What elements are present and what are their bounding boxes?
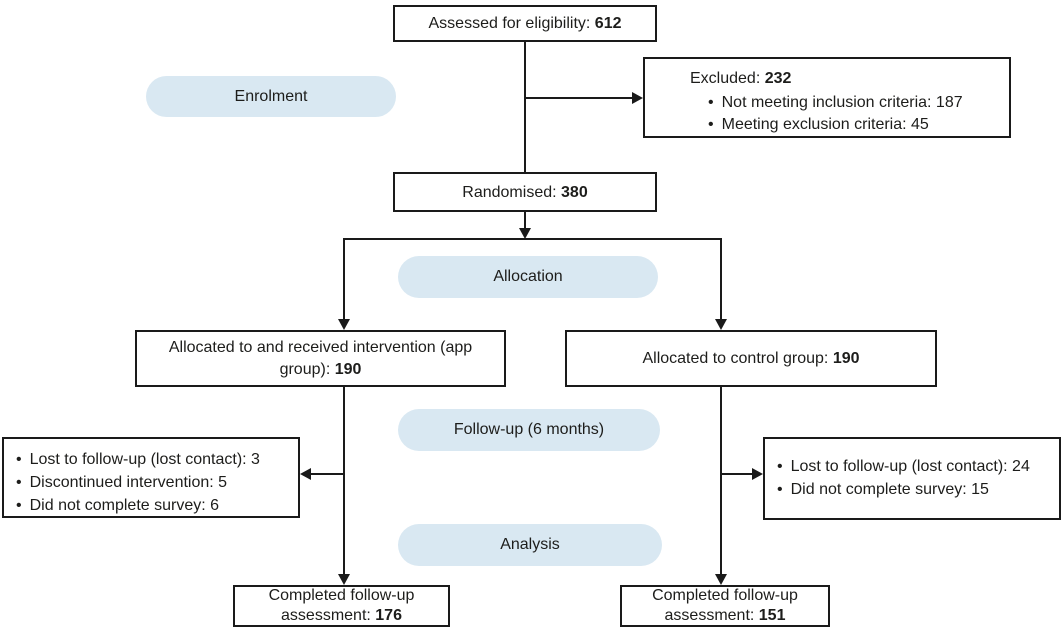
stage-pill-enrolment: Enrolment	[146, 76, 396, 117]
allocated-intervention-label: Allocated to and received intervention (…	[168, 338, 473, 378]
assessed-value: 612	[594, 15, 622, 32]
bullet-item: Meeting exclusion criteria: 45	[708, 114, 963, 136]
arrowhead-alloc-control	[715, 319, 727, 330]
stage-label-analysis: Analysis	[500, 536, 560, 553]
stage-pill-followup: Follow-up (6 months)	[398, 409, 660, 451]
completed-intervention-value: 176	[375, 607, 402, 624]
followup-control-box: Lost to follow-up (lost contact): 24Did …	[763, 437, 1061, 520]
connector-allocation-right-vertical	[720, 238, 722, 322]
followup-control-bullet-list: Lost to follow-up (lost contact): 24Did …	[777, 455, 1030, 501]
stage-label-enrolment: Enrolment	[234, 87, 308, 105]
completed-control-box: Completed follow-up assessment: 151	[620, 585, 830, 627]
allocated-intervention-value: 190	[334, 360, 362, 378]
assessed-text: Assessed for eligibility: 612	[429, 13, 622, 34]
bullet-item: Discontinued intervention: 5	[16, 471, 260, 494]
allocated-control-label: Allocated to control group:	[642, 350, 829, 367]
stage-label-allocation: Allocation	[493, 268, 563, 285]
arrowhead-followup-control	[752, 468, 763, 480]
allocated-intervention-text: Allocated to and received intervention (…	[161, 337, 481, 381]
stage-pill-analysis: Analysis	[398, 524, 662, 566]
followup-intervention-bullet-list: Lost to follow-up (lost contact): 3Disco…	[16, 448, 260, 517]
arrowhead-excluded	[632, 92, 643, 104]
connector-allocation-left-vertical	[343, 238, 345, 322]
arrowhead-followup-intervention	[300, 468, 311, 480]
completed-intervention-box: Completed follow-up assessment: 176	[233, 585, 450, 627]
completed-control-label: Completed follow-up assessment:	[652, 587, 798, 624]
excluded-heading: Excluded: 232	[690, 68, 963, 90]
arrowhead-completed-control	[715, 574, 727, 585]
completed-intervention-label: Completed follow-up assessment:	[268, 587, 415, 624]
randomised-box: Randomised: 380	[393, 172, 657, 212]
connector-to-excluded	[525, 97, 635, 99]
allocated-control-value: 190	[832, 350, 860, 367]
randomised-value: 380	[561, 183, 588, 201]
randomised-label: Randomised:	[462, 183, 557, 201]
bullet-item: Lost to follow-up (lost contact): 3	[16, 448, 260, 471]
completed-control-text: Completed follow-up assessment: 151	[622, 586, 828, 626]
connector-to-followup-intervention	[306, 473, 344, 475]
assessed-box: Assessed for eligibility: 612	[393, 5, 657, 42]
allocated-control-box: Allocated to control group: 190	[565, 330, 937, 387]
assessed-label: Assessed for eligibility:	[428, 15, 591, 32]
allocated-intervention-box: Allocated to and received intervention (…	[135, 330, 506, 387]
completed-control-value: 151	[758, 607, 786, 624]
excluded-content: Excluded: 232 Not meeting inclusion crit…	[690, 68, 963, 136]
stage-label-followup: Follow-up (6 months)	[453, 421, 605, 438]
arrowhead-completed-intervention	[338, 574, 350, 585]
connector-intervention-to-completed	[343, 387, 345, 577]
followup-intervention-box: Lost to follow-up (lost contact): 3Disco…	[2, 437, 300, 518]
excluded-value: 232	[764, 70, 792, 87]
completed-intervention-text: Completed follow-up assessment: 176	[235, 586, 448, 626]
connector-to-followup-control	[722, 473, 756, 475]
arrowhead-randomised-split	[519, 228, 531, 239]
excluded-bullet-list: Not meeting inclusion criteria: 187Meeti…	[690, 92, 963, 136]
excluded-label: Excluded:	[690, 70, 761, 87]
bullet-item: Did not complete survey: 6	[16, 494, 260, 517]
randomised-text: Randomised: 380	[462, 182, 587, 203]
allocated-control-text: Allocated to control group: 190	[642, 348, 859, 369]
bullet-item: Lost to follow-up (lost contact): 24	[777, 455, 1030, 478]
bullet-item: Not meeting inclusion criteria: 187	[708, 92, 963, 114]
bullet-item: Did not complete survey: 15	[777, 478, 1030, 501]
connector-randomised-stub	[524, 212, 526, 232]
excluded-box: Excluded: 232 Not meeting inclusion crit…	[643, 57, 1011, 138]
connector-top-to-randomised	[524, 42, 526, 172]
connector-allocation-horizontal	[343, 238, 722, 240]
connector-control-to-completed	[720, 387, 722, 577]
stage-pill-allocation: Allocation	[398, 256, 658, 298]
arrowhead-alloc-intervention	[338, 319, 350, 330]
